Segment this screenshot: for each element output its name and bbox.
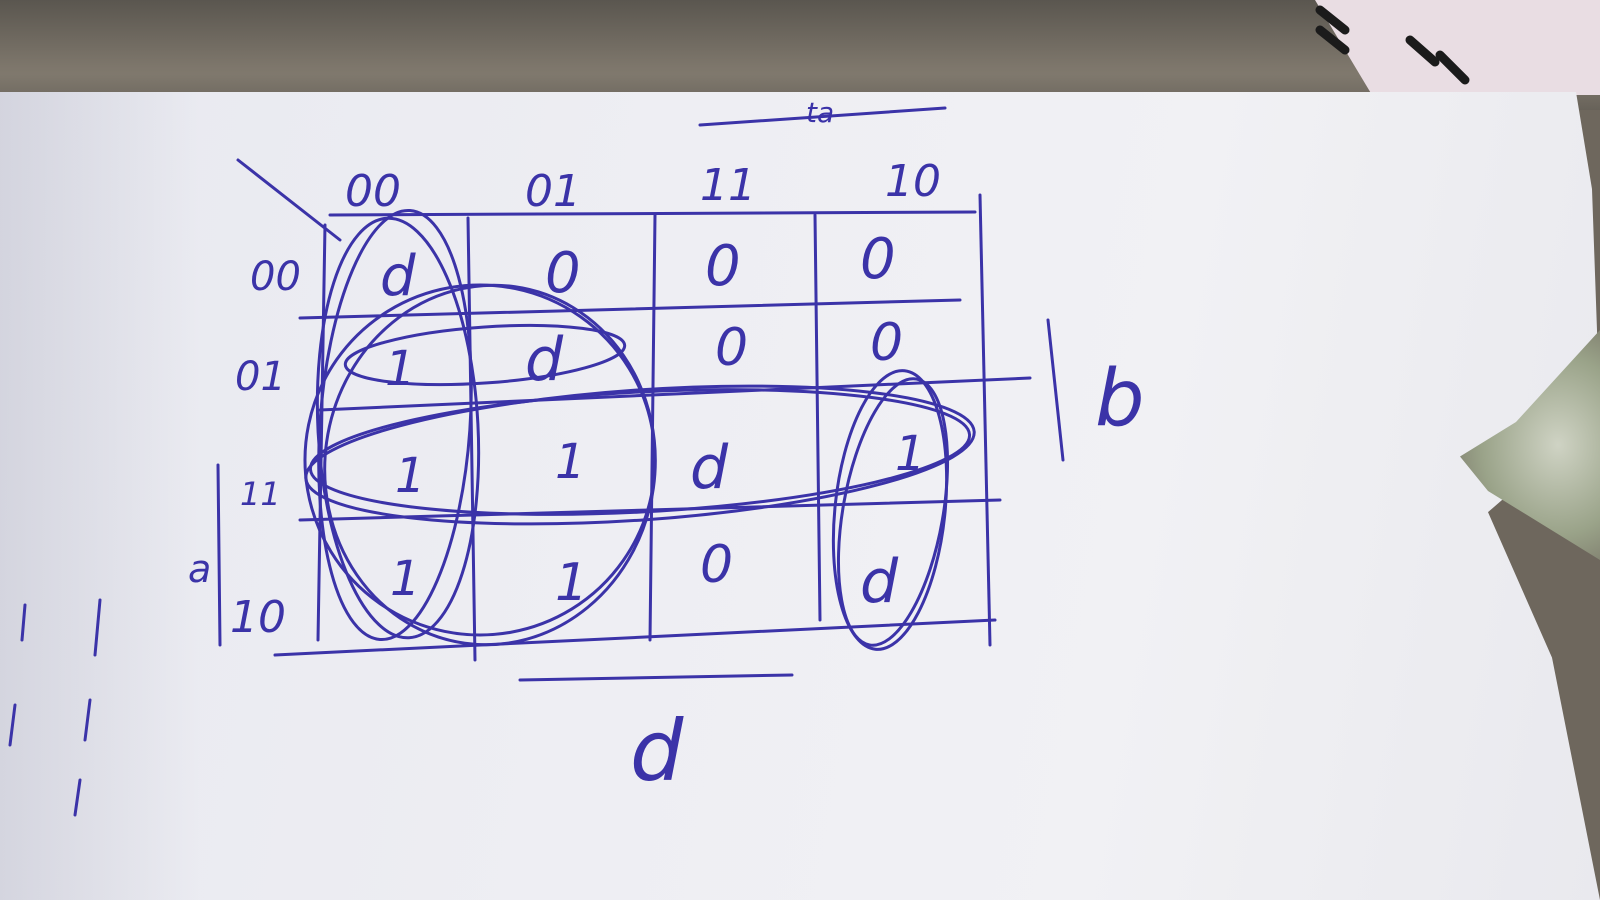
row-header-00: 00 (250, 254, 301, 300)
column-header-10: 10 (885, 156, 941, 207)
cell-r0-c3: 0 (860, 227, 896, 292)
column-header-01: 01 (525, 166, 581, 217)
column-header-00: 00 (345, 166, 401, 217)
cell-r0-c0: d (380, 244, 416, 309)
cell-r1-c2: 0 (715, 318, 748, 378)
row-header-01: 01 (235, 354, 286, 400)
cell-r2-c3: 1 (895, 426, 926, 482)
cell-r2-c2: d (690, 433, 729, 503)
row-header-10: 10 (230, 592, 286, 643)
cell-r3-c0: 1 (390, 551, 421, 607)
cell-r3-c2: 0 (700, 535, 733, 595)
cell-r3-c1: 1 (555, 553, 588, 613)
right-variable-label: b (1095, 354, 1145, 444)
notebook-corner (1315, 0, 1600, 95)
bottom-variable-label: d (630, 702, 684, 800)
top-variable-label: ta (806, 96, 834, 129)
row-header-11: 11 (240, 475, 281, 513)
paper-fold-shadow (0, 92, 200, 900)
cell-r3-c3: d (860, 547, 899, 617)
spiral-rings (1315, 5, 1470, 85)
cell-r2-c1: 1 (555, 434, 586, 490)
cell-r2-c0: 1 (395, 448, 426, 504)
cell-r1-c0: 1 (385, 341, 416, 397)
left-variable-label: a (188, 547, 211, 591)
cell-r1-c1: d (525, 325, 564, 395)
cell-r1-c3: 0 (870, 313, 903, 373)
cell-r0-c1: 0 (545, 241, 581, 306)
cell-r0-c2: 0 (705, 234, 741, 299)
column-header-11: 11 (700, 160, 756, 211)
